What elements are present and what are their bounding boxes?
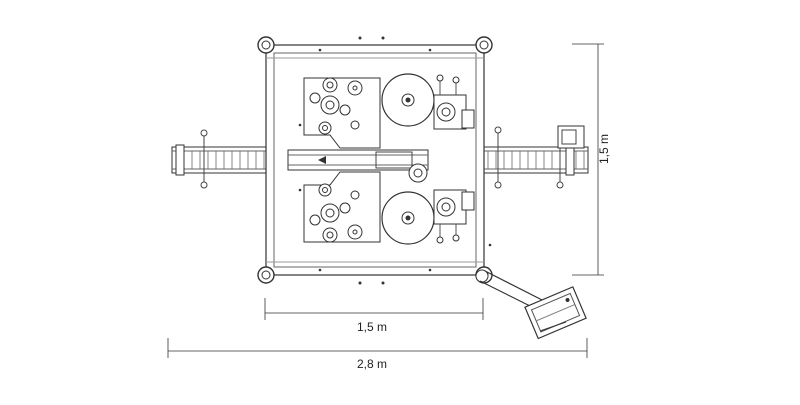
- upper-labeling-station: [303, 73, 475, 149]
- center-transfer: [287, 149, 429, 171]
- height-label: 1,5 m: [597, 133, 611, 164]
- inner-width-label: 1,5 m: [357, 320, 388, 334]
- conveyor-supports: [200, 125, 585, 189]
- lower-labeling-station: [303, 163, 475, 245]
- total-width-label: 2,8 m: [357, 357, 388, 371]
- control-panel-icon: [524, 286, 587, 340]
- dimension-lines: [167, 43, 604, 358]
- control-panel-arm: [475, 269, 587, 340]
